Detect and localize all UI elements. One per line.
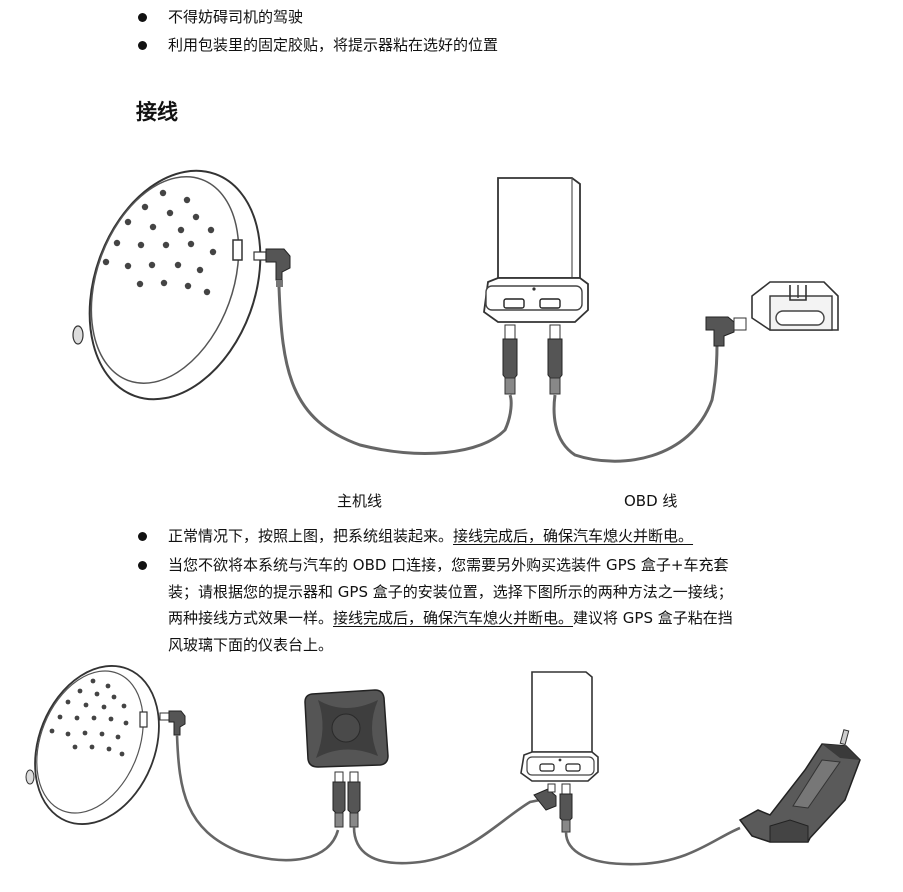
paragraph-line: 风玻璃下面的仪表台上。	[168, 635, 334, 654]
bullet-text: 利用包装里的固定胶贴，将提示器粘在选好的位置	[168, 36, 499, 54]
obd-cable	[552, 344, 719, 463]
bullet-paragraph: 当您不欲将本系统与汽车的 OBD 口连接，您需要另外购买选装件 GPS 盒子+车…	[168, 552, 778, 658]
bullet-dot	[138, 13, 147, 22]
section-heading: 接线	[136, 100, 178, 124]
usb-plug-pair	[502, 324, 563, 395]
bullet-dot	[138, 41, 147, 50]
paragraph-line: 两种接线方式效果一样。接线完成后，确保汽车熄火并断电。建议将 GPS 盒子粘在挡	[168, 605, 778, 632]
paragraph-plain-text: 两种接线方式效果一样。	[168, 609, 334, 627]
obd-plug	[705, 316, 747, 347]
bullet-dot	[138, 561, 147, 570]
bullet-text: 正常情况下，按照上图，把系统组装起来。接线完成后，确保汽车熄火并断电。	[168, 524, 693, 548]
obd-connector-illustration	[751, 281, 839, 331]
bullet-underlined-text: 接线完成后，确保汽车熄火并断电。	[453, 527, 694, 545]
obd-cable-label: OBD 线	[624, 492, 678, 510]
main-cable-label: 主机线	[337, 492, 383, 510]
usb-plug-left	[253, 248, 291, 287]
host-box-illustration	[483, 177, 589, 323]
paragraph-line: 当您不欲将本系统与汽车的 OBD 口连接，您需要另外购买选装件 GPS 盒子+车…	[168, 556, 729, 574]
alarm-device-illustration	[72, 169, 262, 401]
bullet-text: 不得妨碍司机的驾驶	[168, 8, 304, 26]
main-cable	[277, 286, 513, 455]
bullet-plain-text: 正常情况下，按照上图，把系统组装起来。	[168, 527, 454, 545]
paragraph-underlined-text: 接线完成后，确保汽车熄火并断电。	[333, 609, 574, 627]
bullet-dot	[138, 532, 147, 541]
paragraph-tail-text: 建议将 GPS 盒子粘在挡	[573, 609, 733, 627]
paragraph-line: 装；请根据您的提示器和 GPS 盒子的安装位置，选择下图所示的两种方法之一接线；	[168, 582, 733, 601]
